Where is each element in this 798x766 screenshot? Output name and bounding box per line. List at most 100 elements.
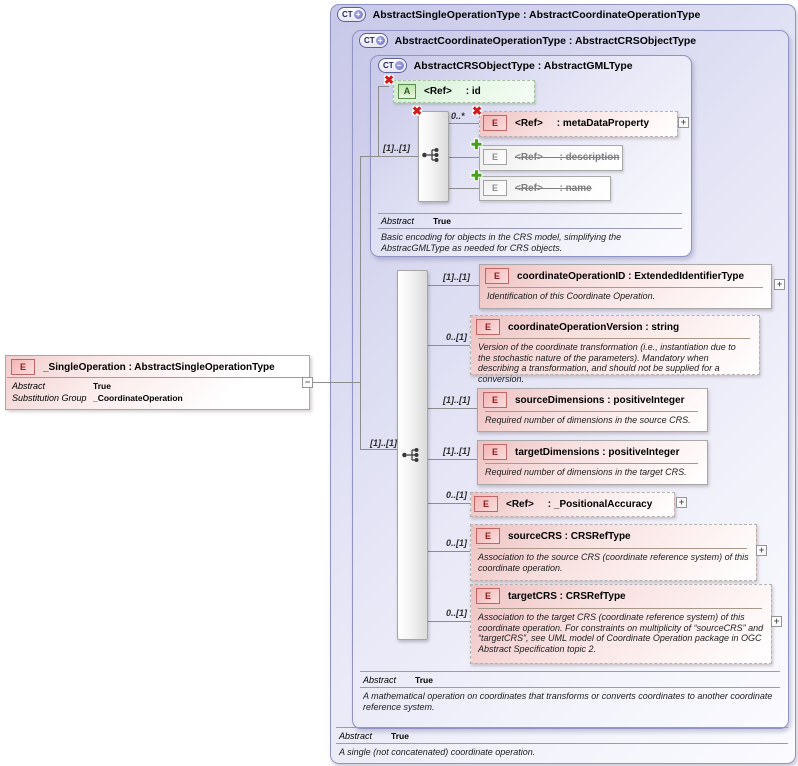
expand-handle[interactable]: + [756, 545, 767, 556]
cardinality-label: [1]..[1] [370, 438, 397, 448]
divider [478, 338, 750, 339]
substitution-group-row: Substitution Group_CoordinateOperation [12, 393, 183, 403]
connector-line [448, 123, 479, 124]
connector-trunk [360, 156, 361, 450]
element-box-sourcecrs[interactable] [470, 524, 757, 581]
element-box-singleoperation[interactable] [5, 355, 310, 410]
collapse-icon: − [394, 61, 404, 70]
prohibited-x-icon: ✖ [384, 73, 395, 87]
complextype-icon[interactable]: CT+ [359, 33, 388, 48]
element-name-struck: <Ref> : description [515, 151, 620, 163]
connector-line [426, 551, 470, 552]
cardinality-label: [1]..[1] [443, 272, 470, 282]
element-title: sourceDimensions : positiveInteger [515, 394, 685, 406]
complextype-icon[interactable]: CT− [378, 58, 407, 73]
expand-handle[interactable]: + [676, 497, 687, 508]
attribute-name: : id [465, 86, 481, 97]
element-name: : _PositionalAccuracy [547, 498, 653, 510]
cardinality-label: [1]..[1] [443, 446, 470, 456]
annotation-text: Basic encoding for objects in the CRS mo… [381, 232, 622, 253]
ref-label: <Ref> [424, 86, 452, 97]
connector-line [313, 382, 360, 383]
connector-line [448, 157, 479, 158]
element-icon: E [483, 444, 507, 460]
element-box-targetdimensions[interactable] [477, 440, 708, 485]
add-plus-icon: ✚ [471, 137, 482, 152]
expand-icon: + [375, 36, 385, 45]
attribute-id-content: A <Ref> : id [398, 84, 481, 99]
attribute-box-id[interactable] [393, 80, 535, 103]
element-icon: E [474, 496, 498, 512]
cardinality-label: 0..[1] [446, 608, 468, 618]
name-content: E <Ref> : name [483, 180, 592, 196]
metadataproperty-content: E <Ref> : metaDataProperty [483, 115, 649, 131]
annotation-text: Association to the source CRS (coordinat… [478, 552, 749, 573]
divider [485, 411, 698, 412]
connector-line [426, 503, 470, 504]
element-title: targetDimensions : positiveInteger [515, 446, 680, 458]
expand-handle[interactable]: + [774, 279, 785, 290]
sequence-icon [402, 448, 419, 462]
expand-icon: + [353, 10, 363, 19]
element-box-coordinateoperationid[interactable] [479, 264, 772, 309]
divider [336, 727, 788, 728]
ref-label: <Ref> [506, 498, 534, 510]
complextype-icon[interactable]: CT+ [337, 7, 366, 22]
singleoperation-title: _SingleOperation : AbstractSingleOperati… [43, 361, 275, 373]
element-icon: E [485, 268, 509, 284]
connector-line [360, 156, 418, 157]
connector-line [360, 449, 397, 450]
description-content: E <Ref> : description [483, 149, 619, 165]
annotation-text: Required number of dimensions in the tar… [485, 467, 687, 477]
inner-box-title: CT− AbstractCRSObjectType : AbstractGMLT… [378, 58, 633, 73]
cardinality-label: 0..[1] [446, 332, 468, 342]
singleoperation-header: E _SingleOperation : AbstractSingleOpera… [11, 359, 275, 375]
element-title: targetCRS : CRSRefType [508, 590, 626, 602]
element-title: coordinateOperationID : ExtendedIdentifi… [517, 270, 745, 282]
element-box-positionalaccuracy[interactable] [470, 492, 675, 517]
sourcecrs-header: E sourceCRS : CRSRefType [476, 528, 631, 544]
divider [485, 463, 698, 464]
element-icon: E [476, 319, 500, 335]
annotation-text: A single (not concatenated) coordinate o… [339, 747, 536, 757]
prohibited-x-icon: ✖ [472, 104, 483, 118]
annotation-text: Association to the target CRS (coordinat… [478, 612, 764, 654]
outer-title-text: AbstractSingleOperationType : AbstractCo… [372, 8, 701, 21]
expand-handle[interactable]: + [678, 117, 689, 128]
element-box-metadataproperty[interactable] [479, 111, 678, 137]
prohibited-x-icon: ✖ [412, 104, 423, 118]
element-icon: E [476, 588, 500, 604]
expand-handle[interactable]: + [771, 616, 782, 627]
collapse-handle[interactable]: − [302, 377, 313, 388]
connector-line [378, 86, 379, 156]
divider [478, 608, 762, 609]
element-icon: E [483, 180, 507, 196]
connector-line [448, 188, 479, 189]
connector-line [426, 345, 470, 346]
element-name: : metaDataProperty [556, 117, 650, 129]
annotation-text: A mathematical operation on coordinates … [363, 691, 773, 712]
element-icon: E [476, 528, 500, 544]
positionalaccuracy-content: E <Ref> : _PositionalAccuracy [474, 496, 652, 512]
element-box-sourcedimensions[interactable] [477, 388, 708, 432]
element-icon: E [483, 115, 507, 131]
connector-line [426, 408, 477, 409]
divider [7, 377, 306, 378]
divider [360, 671, 780, 672]
divider [478, 548, 747, 549]
element-box-targetcrs[interactable] [470, 584, 772, 664]
divider [336, 743, 788, 744]
element-box-coordinateoperationversion[interactable] [470, 315, 760, 375]
targetcrs-header: E targetCRS : CRSRefType [476, 588, 626, 604]
inner-title-text: AbstractCRSObjectType : AbstractGMLType [413, 59, 633, 72]
annotation-text: Required number of dimensions in the sou… [485, 415, 691, 425]
element-title: coordinateOperationVersion : string [508, 321, 680, 333]
outer-box-title: CT+ AbstractSingleOperationType : Abstra… [337, 7, 700, 22]
attribute-icon: A [398, 84, 416, 99]
element-title: sourceCRS : CRSRefType [508, 530, 631, 542]
connector-line [426, 285, 479, 286]
